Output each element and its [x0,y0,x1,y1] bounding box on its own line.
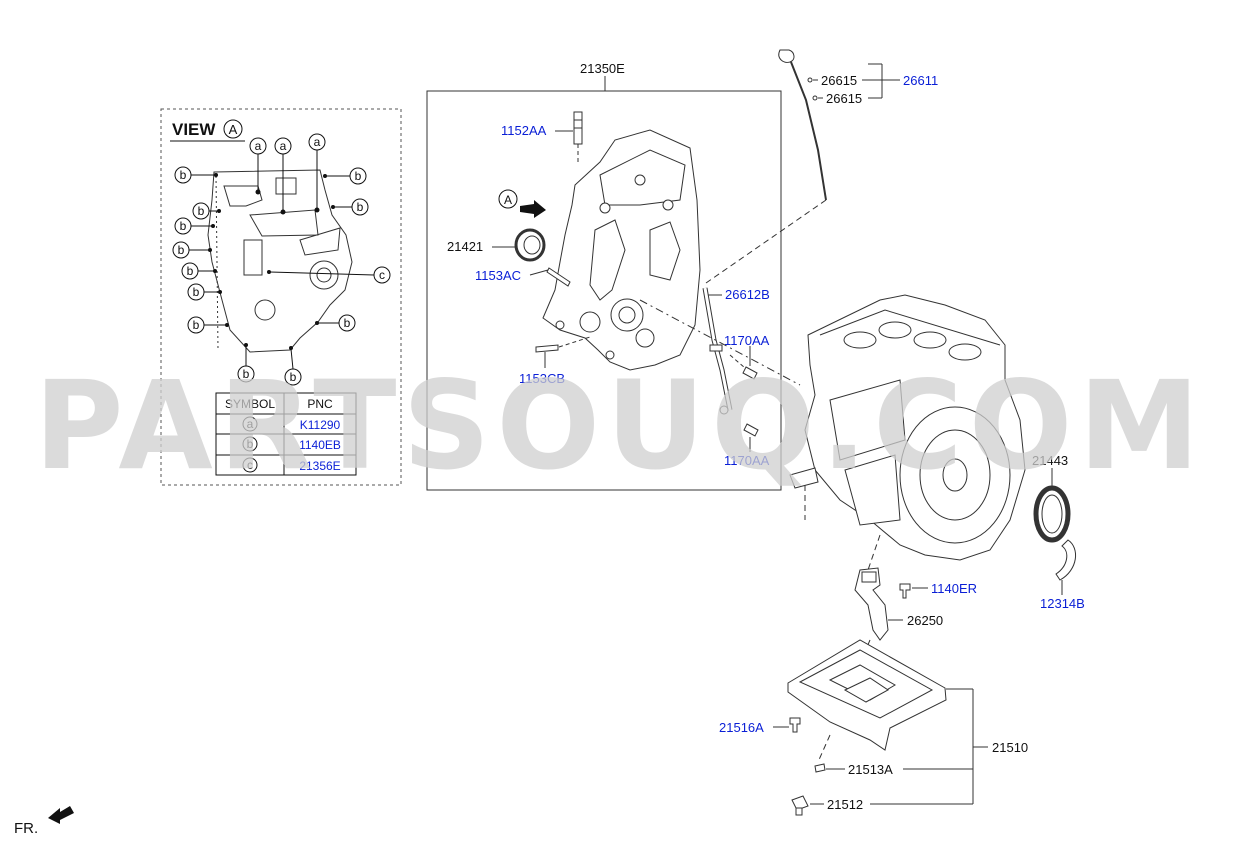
svg-text:a: a [255,139,262,153]
svg-text:b: b [193,318,200,332]
svg-text:c: c [379,268,385,282]
bearing-12314B [1055,539,1076,581]
oil-screen-26250 [854,567,889,641]
marker-b-8: b [187,283,222,301]
label-1153CB: 1153CB [519,371,565,386]
label-21516A: 21516A [719,720,764,735]
front-indicator: FR. [14,806,74,837]
svg-text:b: b [198,204,205,218]
view-arrow-a: A [498,189,546,218]
timing-cover-group: 21350E 1152AA A [426,61,801,491]
dipstick-handle [778,49,795,63]
label-21510: 21510 [992,740,1028,755]
view-a-markers: a a a b b b b b b b b b b b b c [172,133,391,386]
svg-text:b: b [187,264,194,278]
label-21512: 21512 [827,797,863,812]
table-row-c-pnc[interactable]: 21356E [299,459,340,473]
marker-b-4: b [331,198,369,216]
bolt-1153AC [546,267,571,287]
front-label: FR. [14,820,38,837]
table-row-b-symbol: b [247,437,254,451]
svg-text:b: b [357,200,364,214]
svg-text:b: b [290,370,297,384]
bolt-1140ER [899,583,911,599]
dipstick-rod [790,61,827,201]
svg-text:a: a [314,135,321,149]
svg-text:b: b [243,367,250,381]
marker-b-7: b [181,262,217,280]
view-a-panel-border [160,108,402,486]
table-row-b-pnc[interactable]: 1140EB [299,438,341,452]
marker-a-2: a [274,137,292,215]
timing-cover-illustration [542,129,701,371]
drain-plug-21512 [791,795,809,816]
bolt-21516A [789,717,801,733]
label-21350E: 21350E [580,61,625,76]
label-1152AA: 1152AA [501,123,547,138]
marker-b-2: b [323,167,367,185]
marker-b-10: b [315,314,356,332]
label-1170AA-bottom: 1170AA [724,453,770,468]
bolt-1170AA-top [729,354,758,380]
gasket-21513A [814,763,826,773]
cylinder-block-illustration [789,294,1026,561]
svg-text:b: b [178,243,185,257]
label-1140ER: 1140ER [931,581,977,596]
marker-b-5: b [174,217,215,235]
view-title-circle [223,119,243,139]
svg-text:b: b [355,169,362,183]
rear-seal-21443 [1033,485,1071,543]
marker-c-1: c [267,266,391,284]
label-12314B: 12314B [1040,596,1085,611]
svg-text:b: b [344,316,351,330]
timing-cover-box [426,90,782,491]
bolt-1153CB [535,336,591,353]
table-row-a-pnc[interactable]: K11290 [300,418,341,432]
marker-a-1: a [249,137,267,195]
label-1170AA-top: 1170AA [724,333,770,348]
table-row-a-symbol: a [247,417,254,431]
svg-text:a: a [280,139,287,153]
marker-b-1: b [174,166,218,184]
marker-b-9: b [187,316,229,334]
marker-b-3: b [192,202,221,220]
label-21513A: 21513A [848,762,893,777]
marker-b-11: b [237,343,255,383]
label-21421: 21421 [447,239,483,254]
marker-a-3: a [308,133,326,213]
stud-1152AA [573,111,583,165]
label-26612B: 26612B [725,287,770,302]
view-title-word: VIEW [172,120,216,139]
label-26250: 26250 [907,613,943,628]
view-a-panel: VIEW A a a a b b b b b [160,108,402,486]
dipstick-tube-26612B [702,287,733,415]
front-arrow-icon [48,806,74,824]
marker-b-6: b [172,241,212,259]
label-21443: 21443 [1032,453,1068,468]
marker-b-12: b [284,346,302,386]
label-1153AC: 1153AC [475,268,521,283]
dipstick-assembly: 26615 26615 26611 [705,49,938,284]
svg-text:b: b [180,219,187,233]
symbol-table: SYMBOL PNC a K11290 b 1140EB c 21356E [215,392,357,476]
label-26615-top: 26615 [821,73,857,88]
svg-text:b: b [180,168,187,182]
label-26615-bottom: 26615 [826,91,862,106]
table-row-c-symbol: c [247,458,253,472]
seal-21421 [514,228,546,262]
table-header-symbol: SYMBOL [225,397,275,411]
watermark: PARTSOUQ.COM [34,355,1206,497]
oil-pan-21510 [787,639,947,751]
view-title-letter: A [229,122,238,137]
view-a-cover-illustration [207,169,353,353]
svg-text:b: b [193,285,200,299]
view-arrow-letter: A [504,193,512,207]
bolt-1170AA-bottom [743,423,759,437]
label-26611: 26611 [903,73,938,88]
table-header-pnc: PNC [307,397,333,411]
